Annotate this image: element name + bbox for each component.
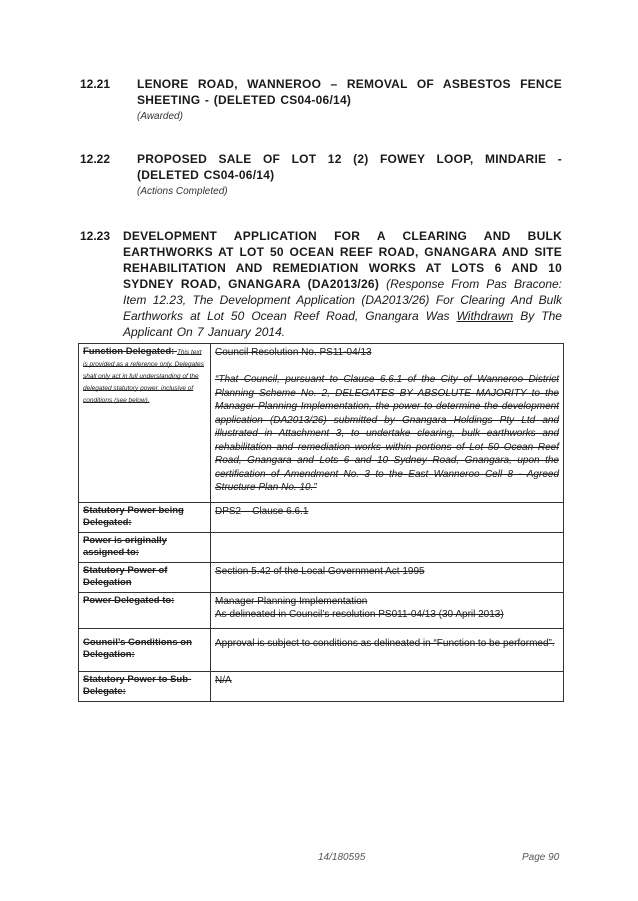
item-number: 12.21	[80, 77, 111, 91]
table-value-secondary: As delineated in Council’s resolution PS…	[215, 608, 504, 620]
delegation-table: Function Delegated: This text is provide…	[78, 343, 564, 702]
item-heading-line2: (DELETED CS04-06/14)	[137, 168, 275, 182]
agenda-item-12-23: 12.23 DEVELOPMENT APPLICATION FOR A CLEA…	[80, 228, 562, 340]
function-delegated-value-cell: Council Resolution No. PS11-04/13 “That …	[210, 343, 564, 503]
table-value-cell: Manager Planning Implementation As delin…	[210, 591, 564, 629]
table-value	[210, 531, 564, 563]
page-number: Page 90	[522, 852, 560, 863]
table-value: Section 5.42 of the Local Government Act…	[210, 561, 564, 593]
table-row: Statutory Power to Sub-Delegate: N/A	[78, 670, 564, 702]
table-row: Power is originally assigned to:	[78, 531, 564, 563]
document-reference: 14/180595	[318, 852, 366, 863]
item-response-text: (Response From Pas Bracone: Item 12.23, …	[123, 277, 562, 339]
table-value: N/A	[210, 670, 564, 702]
table-row: Council’s Conditions on Delegation: Appr…	[78, 627, 564, 672]
item-number: 12.22	[80, 152, 111, 166]
item-heading: DEVELOPMENT APPLICATION FOR A CLEARING A…	[123, 228, 562, 340]
table-row: Power Delegated to: Manager Planning Imp…	[78, 591, 564, 629]
function-delegated-label: Function Delegated:	[83, 346, 175, 357]
table-row: Statutory Power of Delegation Section 5.…	[78, 561, 564, 593]
withdrawn-text: Withdrawn	[456, 309, 514, 323]
table-value: DPS2 – Clause 6.6.1	[210, 501, 564, 533]
table-label: Council’s Conditions on Delegation:	[78, 627, 211, 672]
item-number: 12.23	[80, 229, 111, 243]
table-label: Statutory Power of Delegation	[78, 561, 211, 593]
table-value: Approval is subject to conditions as del…	[210, 627, 564, 672]
table-label: Power Delegated to:	[78, 591, 211, 629]
item-heading-line1: LENORE ROAD, WANNEROO – REMOVAL OF ASBES…	[137, 77, 562, 91]
council-resolution: Council Resolution No. PS11-04/13	[215, 347, 372, 358]
item-heading-line2: SHEETING - (DELETED CS04-06/14)	[137, 93, 352, 107]
table-value: Manager Planning Implementation	[215, 595, 368, 607]
table-label: Statutory Power being Delegated:	[78, 501, 211, 533]
item-heading-text: DEVELOPMENT APPLICATION FOR A CLEARING A…	[123, 229, 562, 291]
table-label: Statutory Power to Sub-Delegate:	[78, 670, 211, 702]
function-delegated-label-cell: Function Delegated: This text is provide…	[78, 343, 211, 503]
agenda-item-12-21: 12.21 LENORE ROAD, WANNEROO – REMOVAL OF…	[80, 76, 562, 124]
item-status-note: (Awarded)	[137, 111, 183, 122]
agenda-item-12-22: 12.22 PROPOSED SALE OF LOT 12 (2) FOWEY …	[80, 151, 562, 199]
table-label: Power is originally assigned to:	[78, 531, 211, 563]
function-text: “That Council, pursuant to Clause 6.6.1 …	[215, 374, 559, 493]
reference-note: This text is provided as a reference onl…	[83, 349, 204, 404]
item-status-note: (Actions Completed)	[137, 186, 228, 197]
table-row: Function Delegated: This text is provide…	[78, 343, 564, 503]
item-heading-line1: PROPOSED SALE OF LOT 12 (2) FOWEY LOOP, …	[137, 152, 562, 166]
table-row: Statutory Power being Delegated: DPS2 – …	[78, 501, 564, 533]
